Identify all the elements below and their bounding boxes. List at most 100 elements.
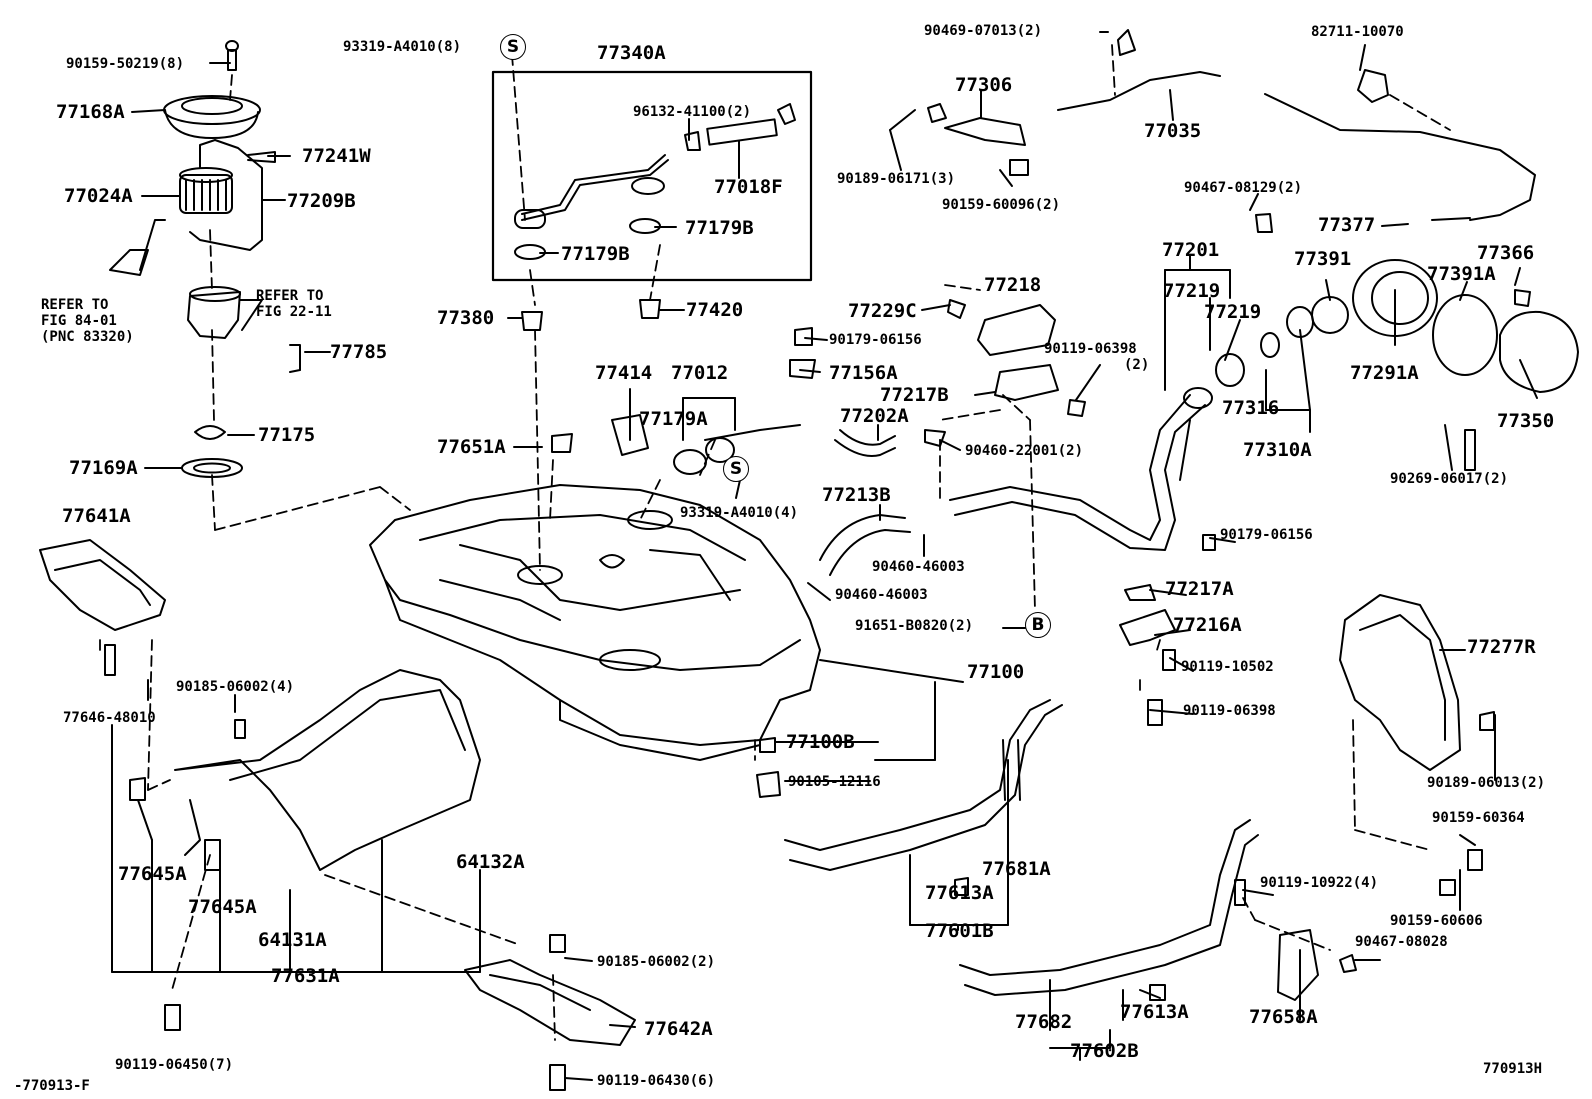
part-label-91651: 91651-B0820(2) bbox=[855, 618, 974, 634]
part-label-77658A: 77658A bbox=[1249, 1006, 1318, 1028]
part-label-90105: 90105-12116 bbox=[788, 774, 881, 790]
refer-note-left: REFER TO FIG 84-01 (PNC 83320) bbox=[41, 297, 134, 346]
part-label-90189-06171: 90189-06171(3) bbox=[837, 171, 956, 187]
assembly-box-77340A bbox=[491, 70, 813, 282]
part-label-90119-06398-lower: 90119-06398 bbox=[1183, 703, 1276, 719]
part-label-90179-06156-lower: 90179-06156 bbox=[1220, 527, 1313, 543]
part-label-77156A: 77156A bbox=[829, 362, 898, 384]
part-label-77645A-left: 77645A bbox=[118, 863, 187, 885]
part-label-90469: 90469-07013(2) bbox=[924, 23, 1043, 39]
part-label-77169A: 77169A bbox=[69, 457, 138, 479]
part-label-77229C: 77229C bbox=[848, 300, 917, 322]
part-label-77366: 77366 bbox=[1477, 242, 1535, 264]
s-marker-top: S bbox=[500, 34, 526, 60]
release-cable bbox=[927, 29, 1536, 233]
part-label-64131A: 64131A bbox=[258, 929, 327, 951]
part-label-90189-06013: 90189-06013(2) bbox=[1427, 775, 1546, 791]
part-label-90467-08028: 90467-08028 bbox=[1355, 934, 1448, 950]
part-label-90159-60606: 90159-60606 bbox=[1390, 913, 1483, 929]
part-label-90119-06450: 90119-06450(7) bbox=[115, 1057, 234, 1073]
filler-pipe bbox=[673, 387, 1213, 576]
part-label-77350: 77350 bbox=[1497, 410, 1555, 432]
part-label-77310A: 77310A bbox=[1243, 439, 1312, 461]
bracket-group-right bbox=[1119, 534, 1495, 1001]
part-label-90119-06398-qty: (2) bbox=[1124, 357, 1150, 373]
part-label-90119-10922: 90119-10922(4) bbox=[1260, 875, 1379, 891]
part-label-77179A: 77179A bbox=[639, 408, 708, 430]
part-label-77168A: 77168A bbox=[56, 101, 125, 123]
part-label-77602B: 77602B bbox=[1070, 1040, 1139, 1062]
part-label-77213B: 77213B bbox=[822, 484, 891, 506]
part-label-77219-right: 77219 bbox=[1204, 301, 1262, 323]
part-label-77241W: 77241W bbox=[302, 145, 371, 167]
part-label-77681A: 77681A bbox=[982, 858, 1051, 880]
part-label-77209B: 77209B bbox=[287, 190, 356, 212]
part-label-77100: 77100 bbox=[967, 661, 1025, 683]
footer-code-left: -770913-F bbox=[14, 1078, 90, 1094]
part-label-77179B-upper: 77179B bbox=[685, 217, 754, 239]
part-label-77219-left: 77219 bbox=[1163, 280, 1221, 302]
part-label-64132A: 64132A bbox=[456, 851, 525, 873]
fuel-door-group bbox=[1215, 69, 1579, 471]
part-label-77018F: 77018F bbox=[714, 176, 783, 198]
part-label-90185-06002-upper: 90185-06002(4) bbox=[176, 679, 295, 695]
part-label-77201: 77201 bbox=[1162, 239, 1220, 261]
part-label-82711: 82711-10070 bbox=[1311, 24, 1404, 40]
refer-note-right: REFER TO FIG 22-11 bbox=[256, 288, 332, 321]
part-label-77100B: 77100B bbox=[786, 731, 855, 753]
part-label-90185-06002-lower: 90185-06002(2) bbox=[597, 954, 716, 970]
part-label-90119-10502: 90119-10502 bbox=[1181, 659, 1274, 675]
part-label-77291A: 77291A bbox=[1350, 362, 1419, 384]
part-label-77613A-upper: 77613A bbox=[925, 882, 994, 904]
part-label-96132: 96132-41100(2) bbox=[633, 104, 752, 120]
part-label-77316: 77316 bbox=[1222, 397, 1280, 419]
part-label-77414: 77414 bbox=[595, 362, 653, 384]
part-label-77216A: 77216A bbox=[1173, 614, 1242, 636]
part-label-77682: 77682 bbox=[1015, 1011, 1073, 1033]
part-label-77645A-right: 77645A bbox=[188, 896, 257, 918]
part-label-77651A: 77651A bbox=[437, 436, 506, 458]
part-label-77613A-lower: 77613A bbox=[1120, 1001, 1189, 1023]
part-label-77012: 77012 bbox=[671, 362, 729, 384]
part-label-90460-46003-upper: 90460-46003 bbox=[872, 559, 965, 575]
fuel-tank bbox=[369, 484, 821, 761]
bracket-group-mid bbox=[551, 299, 1086, 456]
leader-lines bbox=[111, 31, 1538, 1081]
part-label-90269: 90269-06017(2) bbox=[1390, 471, 1509, 487]
part-label-77277R: 77277R bbox=[1467, 636, 1536, 658]
part-label-77218: 77218 bbox=[984, 274, 1042, 296]
part-label-93319-mid: 93319-A4010(4) bbox=[680, 505, 799, 521]
part-label-90460-46003-lower: 90460-46003 bbox=[835, 587, 928, 603]
fuel-pump-assembly bbox=[109, 40, 301, 478]
part-label-90159-60096: 90159-60096(2) bbox=[942, 197, 1061, 213]
protector-group-left bbox=[39, 539, 636, 1091]
s-marker-mid: S bbox=[723, 456, 749, 482]
part-label-77306: 77306 bbox=[955, 74, 1013, 96]
part-label-77601B: 77601B bbox=[925, 920, 994, 942]
part-label-77175: 77175 bbox=[258, 424, 316, 446]
part-label-77179B-lower: 77179B bbox=[561, 243, 630, 265]
part-label-77380: 77380 bbox=[437, 307, 495, 329]
part-label-90159-60364: 90159-60364 bbox=[1432, 810, 1525, 826]
part-label-77646: 77646-48010 bbox=[63, 710, 156, 726]
footer-code-right: 770913H bbox=[1483, 1061, 1543, 1077]
part-label-77391: 77391 bbox=[1294, 248, 1352, 270]
part-label-90179-06156-upper: 90179-06156 bbox=[829, 332, 922, 348]
part-label-77420: 77420 bbox=[686, 299, 744, 321]
part-label-77785: 77785 bbox=[330, 341, 388, 363]
part-label-93319-top: 93319-A4010(8) bbox=[343, 39, 462, 55]
part-label-77377: 77377 bbox=[1318, 214, 1376, 236]
dashed-lines bbox=[99, 44, 1451, 1041]
part-label-77391A: 77391A bbox=[1427, 263, 1496, 285]
part-label-90460-22001: 90460-22001(2) bbox=[965, 443, 1084, 459]
part-label-90467-08129: 90467-08129(2) bbox=[1184, 180, 1303, 196]
part-label-77024A: 77024A bbox=[64, 185, 133, 207]
part-label-77217A: 77217A bbox=[1165, 578, 1234, 600]
part-label-90119-06398-upper: 90119-06398 bbox=[1044, 341, 1137, 357]
sender-gauge-assembly bbox=[514, 103, 796, 331]
part-label-77631A: 77631A bbox=[271, 965, 340, 987]
tank-straps bbox=[756, 699, 1259, 1001]
part-label-77202A: 77202A bbox=[840, 405, 909, 427]
